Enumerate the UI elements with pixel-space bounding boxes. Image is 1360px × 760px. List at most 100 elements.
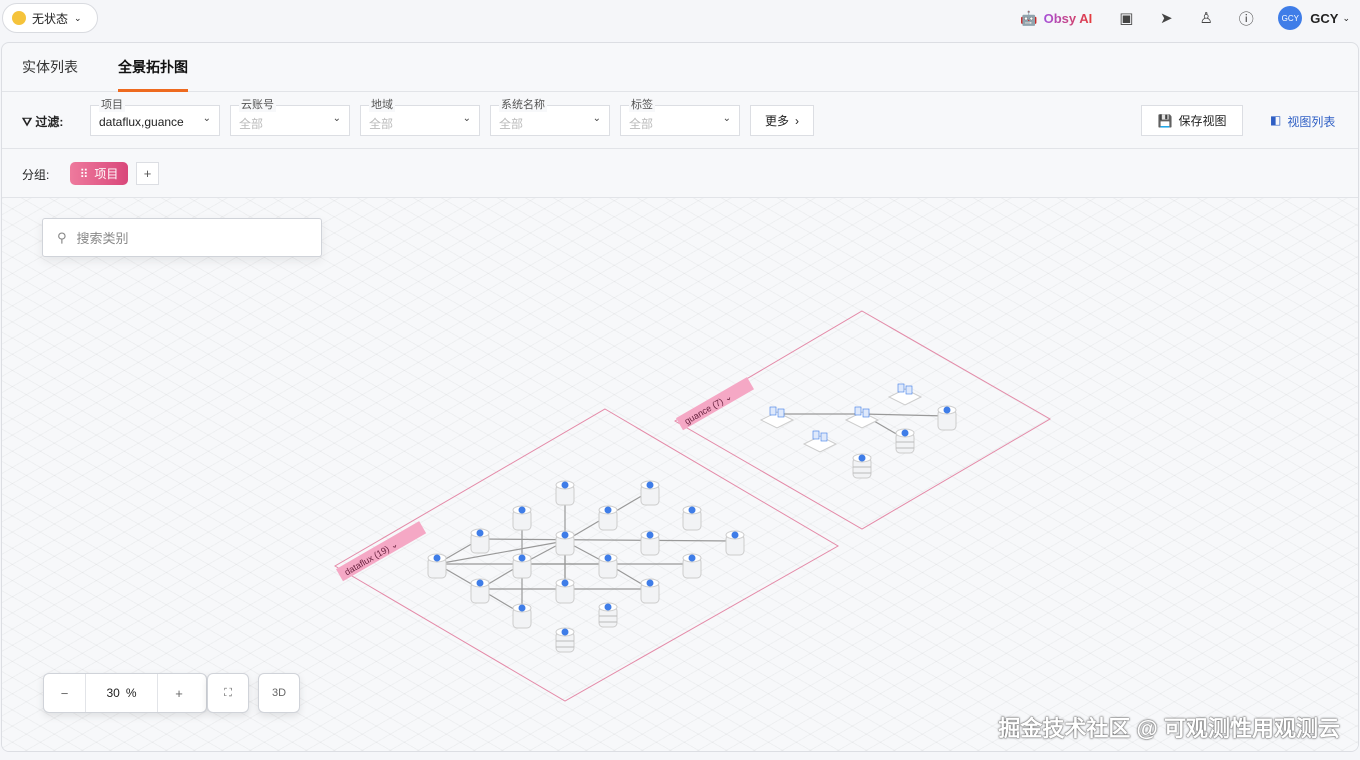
filter-icon: ⛛	[22, 115, 36, 129]
node-badge-icon[interactable]	[731, 531, 739, 539]
node-badge-icon[interactable]	[561, 531, 569, 539]
node-badge-icon[interactable]	[476, 579, 484, 587]
node-badge-icon[interactable]	[646, 531, 654, 539]
chevron-down-icon: ⌄	[722, 113, 731, 124]
group-tag-dataflux: dataflux (19) ⌄	[336, 521, 427, 582]
group-label: guance (7) ⌄	[683, 391, 734, 426]
chevron-down-icon[interactable]: ⌄	[1342, 12, 1350, 23]
node-badge-icon[interactable]	[646, 579, 654, 587]
more-filters-button[interactable]: 更多›	[750, 105, 814, 136]
save-view-button[interactable]: 💾保存视图	[1141, 105, 1243, 136]
user-name[interactable]: GCY	[1310, 10, 1339, 26]
chevron-right-icon: ›	[795, 113, 799, 128]
tab-topology[interactable]: 全景拓扑图	[118, 43, 188, 92]
node-badge-icon[interactable]	[561, 628, 569, 636]
group-tag-project[interactable]: ⠿项目	[70, 162, 128, 185]
filter-label: ⛛ 过滤:	[22, 115, 64, 129]
panel-icon: ◧	[1270, 113, 1282, 127]
node-badge-icon[interactable]	[901, 429, 909, 437]
zoom-in-button[interactable]: +	[175, 685, 183, 701]
robot-icon[interactable]: 🤖	[1020, 9, 1038, 26]
node-badge-icon[interactable]	[943, 406, 951, 414]
group-bar: 分组: ⠿项目 +	[2, 149, 1358, 198]
host-node[interactable]	[802, 435, 838, 453]
add-user-icon[interactable]: ♙	[1199, 10, 1213, 27]
select-placeholder: 全部	[629, 117, 654, 131]
edge	[479, 538, 736, 542]
watermark: 掘金技术社区 @ 可观测性用观测云	[998, 716, 1340, 741]
select-placeholder: 全部	[239, 117, 264, 131]
cloud-account-select[interactable]: 云账号全部 ⌄	[230, 98, 350, 136]
host-icon	[905, 385, 913, 395]
select-label: 地域	[369, 98, 395, 112]
send-icon[interactable]: ➤	[1159, 10, 1173, 27]
host-icon	[769, 406, 777, 416]
select-value: dataflux,guance	[99, 115, 184, 129]
chevron-down-icon: ⌄	[462, 113, 471, 124]
search-icon: ⚲	[57, 229, 67, 245]
node-badge-icon[interactable]	[518, 506, 526, 514]
chevron-down-icon: ⌄	[332, 113, 341, 124]
select-label: 云账号	[239, 98, 276, 112]
node-badge-icon[interactable]	[561, 579, 569, 587]
view-list-button[interactable]: ◧视图列表	[1270, 113, 1336, 129]
bot-icon[interactable]: ▣	[1119, 10, 1134, 27]
node-badge-icon[interactable]	[646, 481, 654, 489]
tab-entity-list[interactable]: 实体列表	[22, 59, 78, 75]
node-badge-icon[interactable]	[518, 604, 526, 612]
category-search-input[interactable]: ⚲搜索类别	[42, 218, 322, 257]
avatar[interactable]: GCY	[1278, 6, 1303, 30]
host-icon	[897, 383, 905, 393]
node-badge-icon[interactable]	[561, 481, 569, 489]
chevron-down-icon: ⌄	[202, 113, 211, 124]
group-label: 分组:	[22, 168, 50, 182]
edge	[861, 413, 948, 417]
region-select[interactable]: 地域全部 ⌄	[360, 98, 480, 136]
node-badge-icon[interactable]	[433, 554, 441, 562]
group-plane-dataflux	[334, 408, 839, 702]
host-node[interactable]	[887, 388, 923, 406]
topology-graph[interactable]: dataflux (19) ⌄ guance (7) ⌄	[2, 198, 1359, 752]
select-label: 项目	[99, 98, 125, 112]
host-icon	[854, 406, 862, 416]
host-icon	[862, 408, 870, 418]
help-icon[interactable]: ⓘ	[1238, 10, 1254, 28]
system-name-select[interactable]: 系统名称全部⌄	[490, 98, 610, 136]
node-badge-icon[interactable]	[688, 554, 696, 562]
status-label: 无状态	[32, 11, 69, 26]
status-dropdown[interactable]: 无状态 ⌄	[2, 3, 98, 33]
group-tag-guance: guance (7) ⌄	[676, 377, 755, 431]
3d-toggle-button[interactable]: 3D	[258, 673, 300, 713]
emoji-icon	[12, 11, 26, 25]
host-icon	[812, 430, 820, 440]
node-badge-icon[interactable]	[604, 554, 612, 562]
select-placeholder: 全部	[499, 117, 524, 131]
node-badge-icon[interactable]	[476, 529, 484, 537]
chevron-down-icon: ⌄	[592, 113, 601, 124]
top-bar: 无状态 ⌄ 🤖 Obsy AI ▣ ➤ ♙ ⓘ GCY GCY ⌄	[0, 0, 1360, 36]
node-badge-icon[interactable]	[604, 603, 612, 611]
edge	[436, 540, 566, 565]
select-placeholder: 全部	[369, 117, 394, 131]
add-group-button[interactable]: +	[136, 162, 159, 185]
save-icon: 💾	[1157, 113, 1173, 128]
topology-canvas[interactable]: dataflux (19) ⌄ guance (7) ⌄ ⚲搜索类别 − 30% …	[2, 198, 1359, 752]
drag-handle-icon: ⠿	[79, 166, 89, 181]
node-badge-icon[interactable]	[604, 506, 612, 514]
project-select[interactable]: 项目 dataflux,guance ⌄	[90, 98, 220, 136]
zoom-out-button[interactable]: −	[44, 674, 86, 712]
node-badge-icon[interactable]	[858, 454, 866, 462]
fullscreen-button[interactable]: ⛶	[207, 673, 249, 713]
chevron-down-icon: ⌄	[74, 12, 82, 23]
host-icon	[820, 432, 828, 442]
select-label: 标签	[629, 98, 655, 112]
zoom-level[interactable]: 30%	[86, 674, 158, 712]
tabs: 实体列表 全景拓扑图	[2, 43, 1358, 92]
obsy-ai-button[interactable]: Obsy AI	[1043, 10, 1093, 26]
tag-select[interactable]: 标签全部 ⌄	[620, 98, 740, 136]
node-badge-icon[interactable]	[688, 506, 696, 514]
node-badge-icon[interactable]	[518, 554, 526, 562]
zoom-control: − 30% +	[43, 673, 207, 713]
